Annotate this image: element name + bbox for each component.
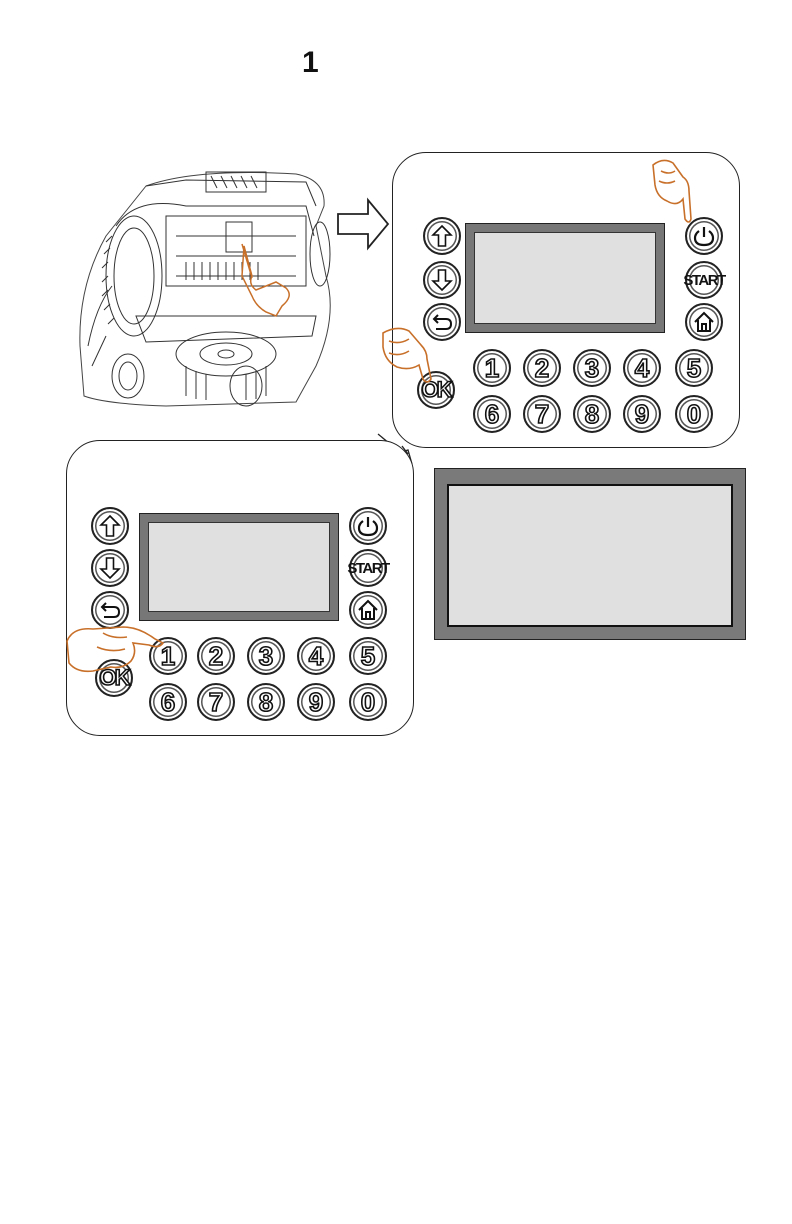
pointing-hand-icon bbox=[379, 323, 439, 385]
home-icon[interactable] bbox=[349, 591, 387, 629]
control-panel-power-on: START 1 2 3 4 5 OK 6 7 8 9 0 bbox=[392, 152, 740, 448]
display-enlarged bbox=[434, 468, 746, 640]
key-7[interactable]: 7 bbox=[523, 395, 561, 433]
page-number: 1 bbox=[302, 46, 319, 80]
key-0[interactable]: 0 bbox=[675, 395, 713, 433]
key-1[interactable]: 1 bbox=[473, 349, 511, 387]
key-3[interactable]: 3 bbox=[573, 349, 611, 387]
key-6[interactable]: 6 bbox=[473, 395, 511, 433]
key-2[interactable]: 2 bbox=[197, 637, 235, 675]
key-4[interactable]: 4 bbox=[297, 637, 335, 675]
key-9[interactable]: 9 bbox=[297, 683, 335, 721]
pointing-hand-icon bbox=[63, 619, 167, 681]
arrow-right-icon bbox=[336, 196, 390, 252]
key-7[interactable]: 7 bbox=[197, 683, 235, 721]
mower-illustration bbox=[76, 166, 348, 412]
key-8[interactable]: 8 bbox=[573, 395, 611, 433]
key-8[interactable]: 8 bbox=[247, 683, 285, 721]
key-3[interactable]: 3 bbox=[247, 637, 285, 675]
start-button[interactable]: START bbox=[349, 549, 387, 587]
key-4[interactable]: 4 bbox=[623, 349, 661, 387]
lcd-screen bbox=[465, 223, 665, 333]
key-5[interactable]: 5 bbox=[675, 349, 713, 387]
power-icon[interactable] bbox=[349, 507, 387, 545]
down-arrow-icon[interactable] bbox=[423, 261, 461, 299]
up-arrow-icon[interactable] bbox=[91, 507, 129, 545]
start-button[interactable]: START bbox=[685, 261, 723, 299]
key-9[interactable]: 9 bbox=[623, 395, 661, 433]
control-panel-enter-pin: START 1 2 3 4 5 OK 6 7 8 9 0 bbox=[66, 440, 414, 736]
lcd-screen bbox=[139, 513, 339, 621]
up-arrow-icon[interactable] bbox=[423, 217, 461, 255]
display-screen bbox=[447, 484, 733, 627]
key-5[interactable]: 5 bbox=[349, 637, 387, 675]
key-0[interactable]: 0 bbox=[349, 683, 387, 721]
pointing-hand-icon bbox=[649, 157, 699, 227]
key-2[interactable]: 2 bbox=[523, 349, 561, 387]
down-arrow-icon[interactable] bbox=[91, 549, 129, 587]
home-icon[interactable] bbox=[685, 303, 723, 341]
key-6[interactable]: 6 bbox=[149, 683, 187, 721]
